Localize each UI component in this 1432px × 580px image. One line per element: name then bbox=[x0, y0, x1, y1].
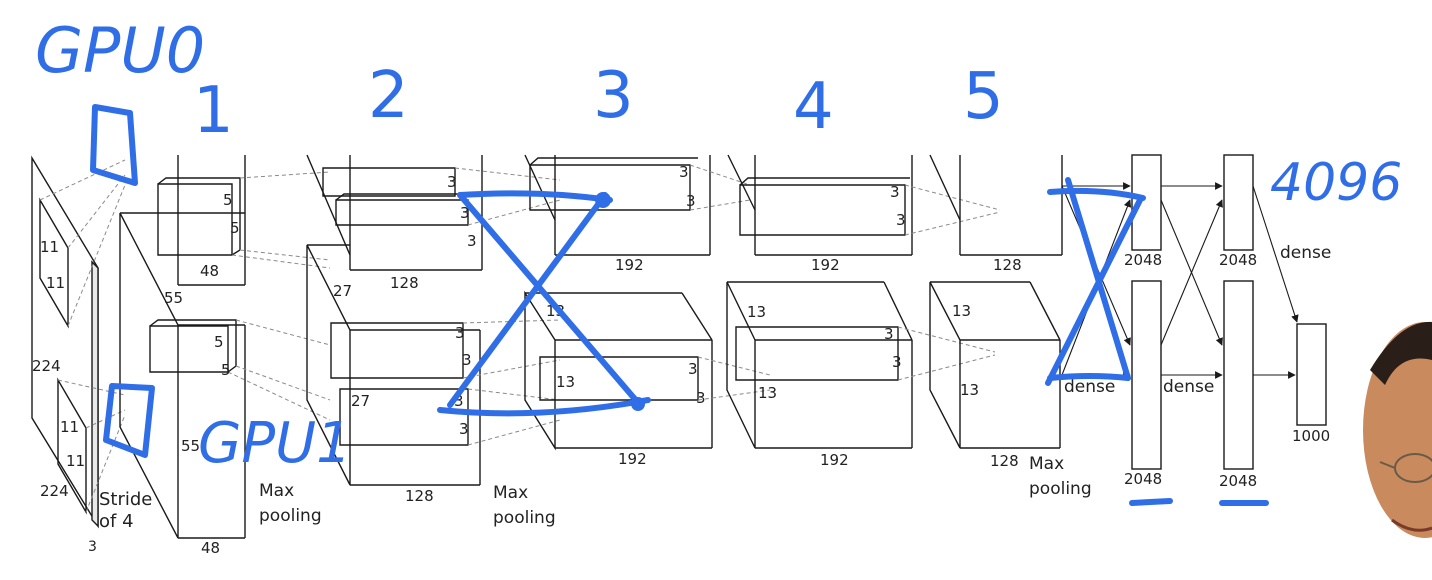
conv1-volume bbox=[119, 155, 246, 539]
stride-line-2: of 4 bbox=[99, 511, 134, 532]
conv5-depth-top: 128 bbox=[993, 256, 1022, 274]
conv4-kernel-4: 3 bbox=[892, 353, 902, 371]
dense-label-a: dense bbox=[1064, 377, 1115, 397]
conv2-kernel-2: 3 bbox=[460, 204, 470, 222]
conv3-depth-bot: 192 bbox=[618, 450, 647, 468]
conv5-fc-cross-d bbox=[1047, 373, 1131, 381]
output-size: 1000 bbox=[1292, 427, 1330, 445]
conv4-volume bbox=[726, 154, 913, 449]
input-kernel-d: 11 bbox=[66, 452, 85, 470]
conv1-kernel-top-b: 5 bbox=[230, 219, 240, 237]
conv4-side-bot: 13 bbox=[758, 384, 777, 402]
conv1-depth-top: 48 bbox=[200, 262, 219, 280]
conv4-depth-bot: 192 bbox=[820, 451, 849, 469]
fc6-top-size: 2048 bbox=[1124, 251, 1162, 269]
input-depth: 3 bbox=[88, 539, 97, 555]
layer-4-number: 4 bbox=[793, 70, 834, 144]
conv1-kernel-bot-a: 5 bbox=[214, 333, 224, 351]
fc6-underline bbox=[1129, 498, 1173, 506]
gpu0-box-sketch bbox=[90, 104, 138, 186]
fc6-bot-size: 2048 bbox=[1124, 470, 1162, 488]
conv3-kernel-2: 3 bbox=[686, 192, 696, 210]
conv3-kernel-1: 3 bbox=[679, 163, 689, 181]
gpu1-box-sketch bbox=[103, 383, 155, 458]
conv2-conv3-cross-c bbox=[447, 192, 608, 408]
input-kernel-b: 11 bbox=[46, 274, 65, 292]
presenter-face bbox=[1363, 321, 1432, 538]
conv2-conv3-cross-d bbox=[437, 397, 651, 417]
input-kernel-c: 11 bbox=[60, 418, 79, 436]
conv2-side-bot: 27 bbox=[351, 392, 370, 410]
conv1-kernel-top-a: 5 bbox=[223, 191, 233, 209]
conv2-kernel-1: 3 bbox=[447, 173, 457, 191]
gpu1-label: GPU1 bbox=[198, 411, 352, 476]
conv5-side-bot: 13 bbox=[960, 381, 979, 399]
conv1-depth-bot: 48 bbox=[201, 539, 220, 557]
conv4-kernel-3: 3 bbox=[884, 325, 894, 343]
fc7-top-size: 2048 bbox=[1219, 251, 1257, 269]
conv3-kernel-3: 3 bbox=[688, 360, 698, 378]
gpu0-label: GPU0 bbox=[35, 14, 205, 87]
conv1-pool-line-1: Max bbox=[259, 481, 294, 501]
conv5-fc-cross-a bbox=[1047, 187, 1146, 201]
conv3-kernel-4: 3 bbox=[696, 389, 706, 407]
conv2-kernel-5: 3 bbox=[462, 351, 472, 369]
conv5-pool-line-2: pooling bbox=[1029, 479, 1092, 499]
layer-1-number: 1 bbox=[193, 74, 234, 148]
conv2-pool-line-1: Max bbox=[493, 483, 528, 503]
conv3-side-bot: 13 bbox=[556, 373, 575, 391]
input-kernel-a: 11 bbox=[40, 238, 59, 256]
stride-line-1: Stride bbox=[99, 489, 152, 510]
conv4-to-conv5-lines bbox=[897, 184, 1001, 381]
conv5-pool-line-1: Max bbox=[1029, 454, 1064, 474]
conv2-kernel-3: 3 bbox=[467, 232, 477, 250]
layer-5-number: 5 bbox=[963, 60, 1004, 134]
conv2-depth-bot: 128 bbox=[405, 487, 434, 505]
conv3-depth-top: 192 bbox=[615, 256, 644, 274]
conv1-kernel-bot-b: 5 bbox=[221, 361, 231, 379]
conv2-depth-top: 128 bbox=[390, 274, 419, 292]
conv4-depth-top: 192 bbox=[811, 256, 840, 274]
conv4-kernel-2: 3 bbox=[896, 211, 906, 229]
dense-label-b: dense bbox=[1163, 377, 1214, 397]
input-volume bbox=[31, 155, 99, 529]
conv2-conv3-cross-b bbox=[457, 192, 643, 408]
dense-label-c: dense bbox=[1280, 243, 1331, 263]
conv2-side-top: 27 bbox=[333, 282, 352, 300]
conv1-pool-line-2: pooling bbox=[259, 506, 322, 526]
conv1-to-conv2-lines bbox=[227, 171, 331, 421]
conv1-side-bot: 55 bbox=[181, 437, 200, 455]
input-to-conv1-lines bbox=[39, 159, 126, 513]
conv1-side-top: 55 bbox=[164, 289, 183, 307]
fc-size-annotation: 4096 bbox=[1270, 153, 1402, 213]
conv2-pool-line-2: pooling bbox=[493, 508, 556, 528]
conv5-depth-bot: 128 bbox=[990, 452, 1019, 470]
fc7-bot-size: 2048 bbox=[1219, 472, 1257, 490]
conv5-side-top: 13 bbox=[952, 302, 971, 320]
layer-2-number: 2 bbox=[368, 59, 409, 133]
handwritten-dots bbox=[595, 192, 645, 411]
conv5-volume bbox=[929, 154, 1063, 449]
input-height: 224 bbox=[32, 357, 61, 375]
conv4-side-top: 13 bbox=[747, 303, 766, 321]
conv2-kernel-4: 3 bbox=[455, 324, 465, 342]
input-width: 224 bbox=[40, 482, 69, 500]
conv4-kernel-1: 3 bbox=[890, 183, 900, 201]
handwritten-annotations bbox=[90, 104, 1269, 506]
conv3-volume bbox=[524, 154, 713, 451]
conv2-conv3-cross-a bbox=[457, 190, 613, 203]
conv5-fc-cross-c bbox=[1045, 197, 1143, 386]
conv2-kernel-6: 3 bbox=[454, 392, 464, 410]
layer-3-number: 3 bbox=[593, 59, 634, 133]
conv2-kernel-7: 3 bbox=[459, 420, 469, 438]
